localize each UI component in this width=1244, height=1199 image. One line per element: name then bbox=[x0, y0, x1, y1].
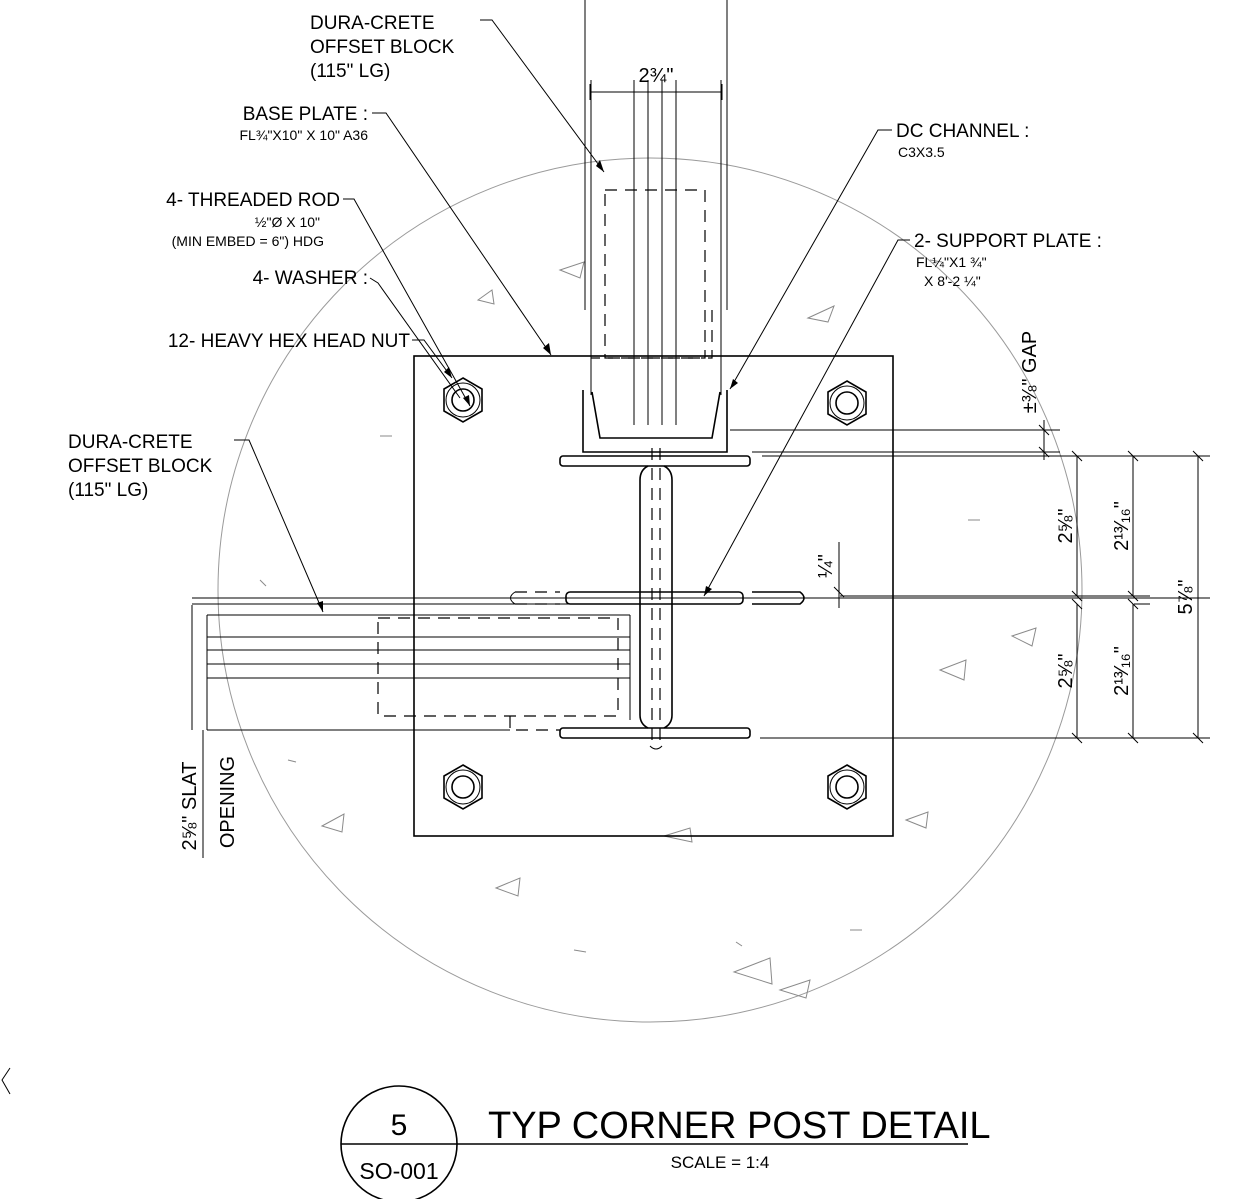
title-block: 5 SO-001 TYP CORNER POST DETAIL SCALE = … bbox=[340, 1085, 991, 1199]
callout-text: OFFSET BLOCK bbox=[310, 37, 455, 58]
anchor-bolt-top-left bbox=[443, 377, 483, 423]
aggregate-dash bbox=[735, 941, 743, 947]
dim-upper-inner: 2⅝" bbox=[1055, 509, 1077, 544]
leader-lines bbox=[234, 19, 910, 613]
aggregate-mark bbox=[732, 957, 773, 985]
dim-slat-opening-2: OPENING bbox=[217, 756, 239, 848]
callout-base-plate: BASE PLATE : FL¾"X10" X 10" A36 bbox=[239, 104, 368, 143]
hidden-block-core-left bbox=[377, 617, 619, 717]
callout-text: (115" LG) bbox=[310, 61, 390, 82]
callout-text: OFFSET BLOCK bbox=[68, 456, 213, 477]
dim-lower-inner: 2⅝" bbox=[1055, 654, 1077, 689]
aggregate-dash bbox=[259, 579, 267, 587]
anchor-bolt-bottom-left bbox=[443, 764, 483, 810]
hidden-block-core bbox=[604, 189, 706, 359]
callout-offset-block-left: DURA-CRETE OFFSET BLOCK (115" LG) bbox=[68, 432, 213, 501]
callout-text: DURA-CRETE bbox=[68, 432, 193, 453]
anchor-bolt-top-right bbox=[827, 380, 867, 426]
concrete-footing bbox=[217, 157, 1083, 1023]
dim-upper-outer: 2¹³⁄₁₆" bbox=[1111, 501, 1133, 551]
detail-title: TYP CORNER POST DETAIL bbox=[488, 1105, 991, 1147]
dim-overall: 5⅞" bbox=[1175, 580, 1197, 615]
offset-block-left bbox=[191, 605, 631, 731]
dim-plate-thickness: ¼" bbox=[815, 554, 837, 578]
aggregate-mark bbox=[778, 979, 811, 999]
dimension-lines bbox=[202, 84, 1210, 858]
callout-offset-block-top: DURA-CRETE OFFSET BLOCK (115" LG) bbox=[310, 13, 455, 82]
base-plate bbox=[413, 355, 894, 837]
callout-spec: C3X3.5 bbox=[898, 144, 945, 160]
footing-outline bbox=[217, 157, 1083, 1023]
aggregate-mark bbox=[1010, 627, 1037, 647]
callout-hex-nut: 12- HEAVY HEX HEAD NUT bbox=[168, 331, 411, 352]
scale-text: SCALE = 1:4 bbox=[671, 1153, 770, 1172]
aggregate-dash bbox=[573, 949, 587, 953]
callout-text: (115" LG) bbox=[68, 480, 148, 501]
callout-title: 2- SUPPORT PLATE : bbox=[914, 231, 1102, 252]
callout-support-plate: 2- SUPPORT PLATE : FL¼"X1 ¾" X 8'-2 ¼" bbox=[914, 231, 1102, 289]
dim-gap: ±⅜" GAP bbox=[1019, 331, 1041, 414]
aggregate-dash bbox=[287, 759, 297, 763]
aggregate-mark bbox=[904, 811, 929, 829]
callout-spec: ½"Ø X 10" bbox=[255, 214, 320, 230]
anchor-bolt-bottom-right bbox=[827, 764, 867, 810]
break-mark bbox=[1, 1067, 11, 1095]
callout-text: DURA-CRETE bbox=[310, 13, 435, 34]
dim-lower-outer: 2¹³⁄₁₆" bbox=[1111, 646, 1133, 696]
callout-spec: (MIN EMBED = 6") HDG bbox=[172, 233, 324, 249]
callout-washer: 4- WASHER : bbox=[253, 268, 368, 289]
dc-channel-inner bbox=[591, 391, 721, 439]
aggregate-dash bbox=[929, 259, 943, 263]
callout-title: 4- THREADED ROD bbox=[166, 190, 340, 211]
sheet-number: SO-001 bbox=[359, 1158, 438, 1184]
bottom-flange bbox=[559, 727, 751, 739]
callout-title: DC CHANNEL : bbox=[896, 121, 1029, 142]
callout-title: BASE PLATE : bbox=[243, 104, 368, 125]
aggregate-mark bbox=[806, 305, 835, 323]
aggregate-mark bbox=[320, 813, 345, 833]
aggregate-mark bbox=[662, 827, 693, 843]
dim-top-width: 2¾" bbox=[639, 65, 674, 87]
callout-threaded-rod: 4- THREADED ROD ½"Ø X 10" (MIN EMBED = 6… bbox=[166, 190, 340, 249]
offset-block-top bbox=[584, 0, 728, 425]
aggregate-mark bbox=[494, 877, 521, 897]
callout-spec: FL¾"X10" X 10" A36 bbox=[239, 127, 368, 143]
top-flange bbox=[559, 455, 751, 467]
callout-spec: X 8'-2 ¼" bbox=[924, 273, 981, 289]
callout-dc-channel: DC CHANNEL : C3X3.5 bbox=[896, 121, 1029, 160]
callout-spec: FL¼"X1 ¾" bbox=[916, 254, 987, 270]
dim-slat-opening: 2⅝" SLAT bbox=[179, 762, 201, 851]
aggregate-mark bbox=[476, 289, 495, 305]
support-plates bbox=[192, 591, 1210, 605]
aggregate-mark bbox=[558, 261, 585, 279]
detail-number: 5 bbox=[391, 1109, 408, 1142]
support-plate-right bbox=[565, 591, 744, 605]
dc-channel-outer bbox=[582, 390, 728, 453]
aggregate-mark bbox=[938, 659, 967, 681]
